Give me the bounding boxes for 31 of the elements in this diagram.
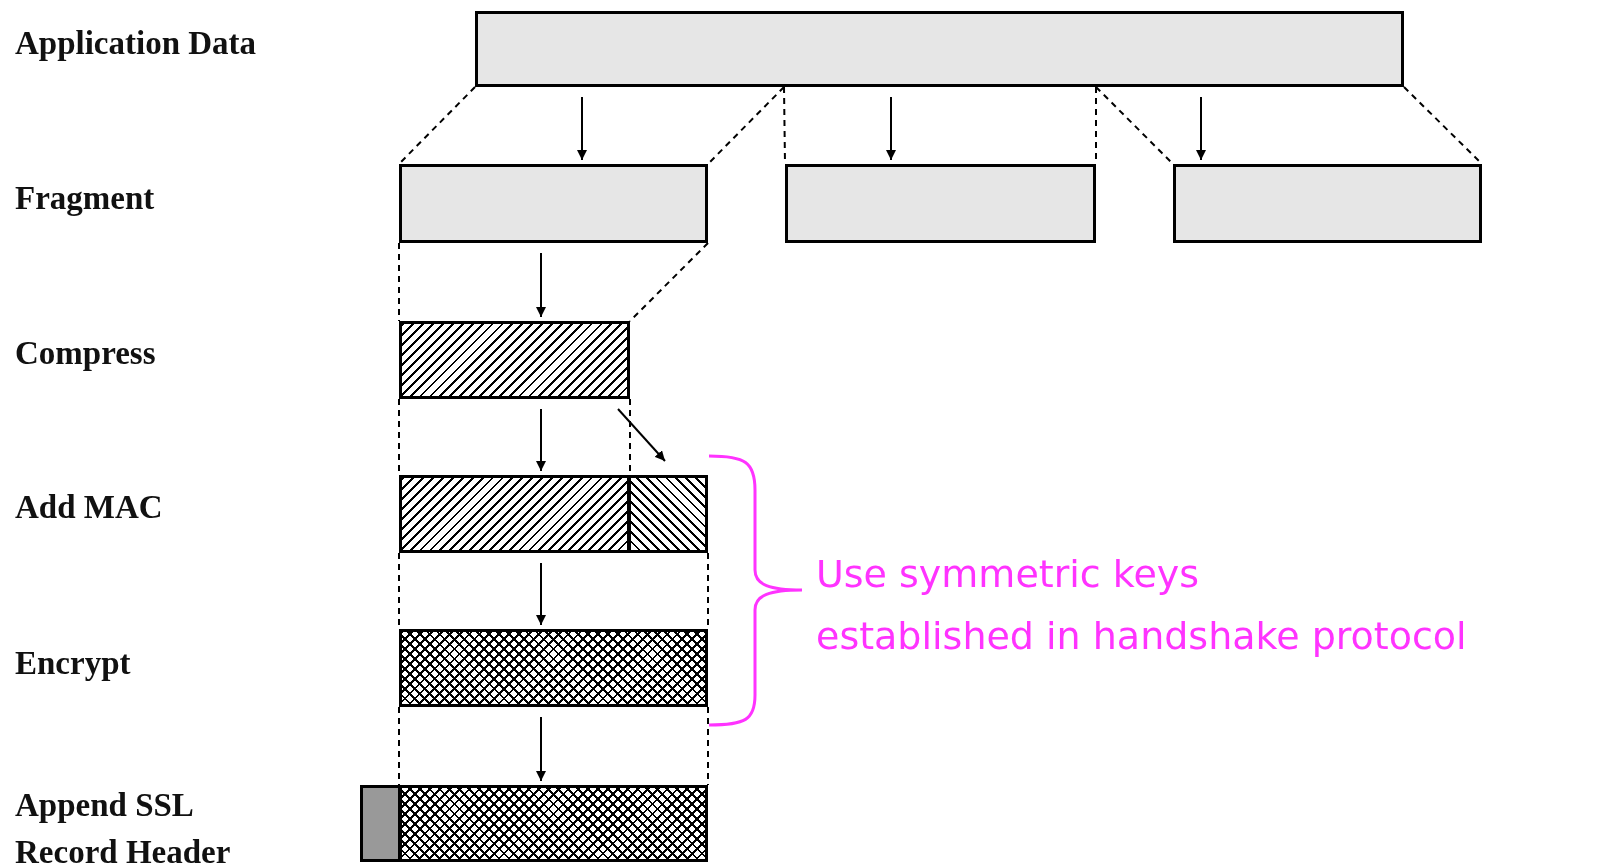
encrypted-block [399,785,708,862]
compressed-block [399,475,630,553]
layer-label: Add MAC [15,488,163,527]
projection-line [398,242,400,322]
annotation-note: Use symmetric keys [816,551,1201,598]
fragment-block [785,164,1096,243]
arrow [536,252,546,318]
compressed-block [399,321,630,399]
projection-line [1095,86,1174,165]
header-block [360,785,401,862]
fragment-block [399,164,708,243]
projection-line [707,86,785,165]
encrypted-block [399,629,708,707]
arrow [536,562,546,626]
data-block [475,11,1404,87]
arrow [536,408,546,472]
projection-line [707,706,709,786]
arrow [536,716,546,782]
arrow [1196,96,1206,161]
layer-label: Append SSL Record Header [15,786,232,868]
mac-block [628,475,708,553]
layer-label: Compress [15,334,156,373]
annotation-note: established in handshake protocol [816,613,1468,660]
layer-label: Fragment [15,179,155,218]
layer-label: Encrypt [15,644,131,683]
layer-label: Application Data [15,24,257,63]
arrow [886,96,896,161]
arrow [617,408,666,462]
arrow [577,96,587,161]
projection-line [398,86,476,165]
fragment-block [1173,164,1482,243]
